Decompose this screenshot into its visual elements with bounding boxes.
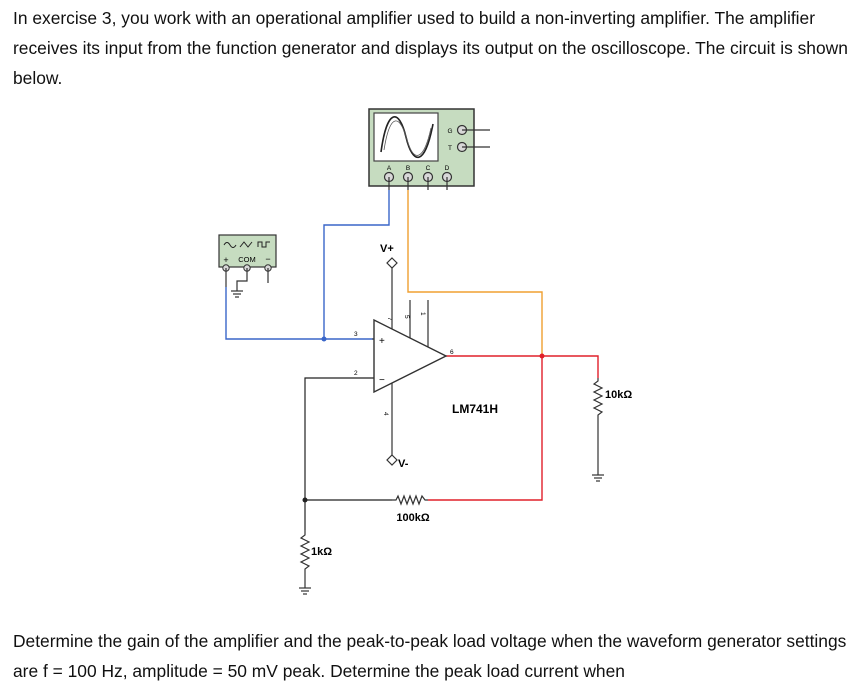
pin-1-label: 1: [419, 312, 426, 316]
vplus-label: V+: [380, 243, 394, 255]
opamp-part-label: LM741H: [452, 402, 498, 416]
ground-icon: [299, 587, 311, 595]
function-generator: + COM −: [218, 234, 277, 298]
scope-channel-b: B: [406, 165, 410, 172]
square-wave-icon: [257, 241, 270, 248]
ground-resistor-label: 1kΩ: [311, 546, 332, 558]
fg-com-label: COM: [238, 255, 256, 264]
feedback-resistor-label: 100kΩ: [396, 512, 429, 524]
opamp: + − 3 2 6 7 5 1 4 V+ V- LM741H: [354, 243, 498, 470]
scope-channel-d: D: [445, 165, 450, 172]
pin-2-label: 2: [354, 370, 358, 377]
opamp-noninverting-sign: +: [379, 336, 385, 347]
scope-channel-a: A: [387, 165, 392, 172]
load-resistor-label: 10kΩ: [605, 389, 632, 401]
load-resistor: 10kΩ: [592, 378, 632, 482]
opamp-inverting-sign: −: [379, 375, 385, 386]
scope-ground-label: G: [447, 128, 452, 135]
question-paragraph: Determine the gain of the amplifier and …: [13, 631, 847, 681]
scope-channel-b-wire: [407, 190, 543, 356]
vminus-label: V-: [398, 458, 409, 470]
output-wire: [446, 355, 599, 378]
triangle-wave-icon: [239, 241, 253, 248]
intro-paragraph: In exercise 3, you work with an operatio…: [13, 8, 848, 88]
ground-icon: [592, 474, 604, 482]
scope-trigger-label: T: [448, 145, 452, 152]
pin-3-label: 3: [354, 331, 358, 338]
feedback-resistor: 100kΩ: [392, 494, 430, 524]
sine-wave-icon: [223, 242, 237, 248]
pin-5-label: 5: [403, 315, 410, 319]
scope-channel-a-wire: [323, 190, 390, 339]
fg-plus-label: +: [223, 255, 228, 265]
input-wire: [225, 287, 374, 340]
pin-7-label: 7: [386, 317, 393, 321]
fg-minus-label: −: [265, 254, 270, 264]
scope-channel-c: C: [426, 165, 431, 172]
feedback-wire: [428, 356, 543, 501]
ground-icon: [231, 287, 243, 298]
pin-4-label: 4: [382, 412, 389, 416]
pin-6-label: 6: [450, 349, 454, 356]
ground-resistor: 1kΩ: [299, 530, 332, 595]
oscilloscope: A B C D G T: [368, 108, 490, 190]
